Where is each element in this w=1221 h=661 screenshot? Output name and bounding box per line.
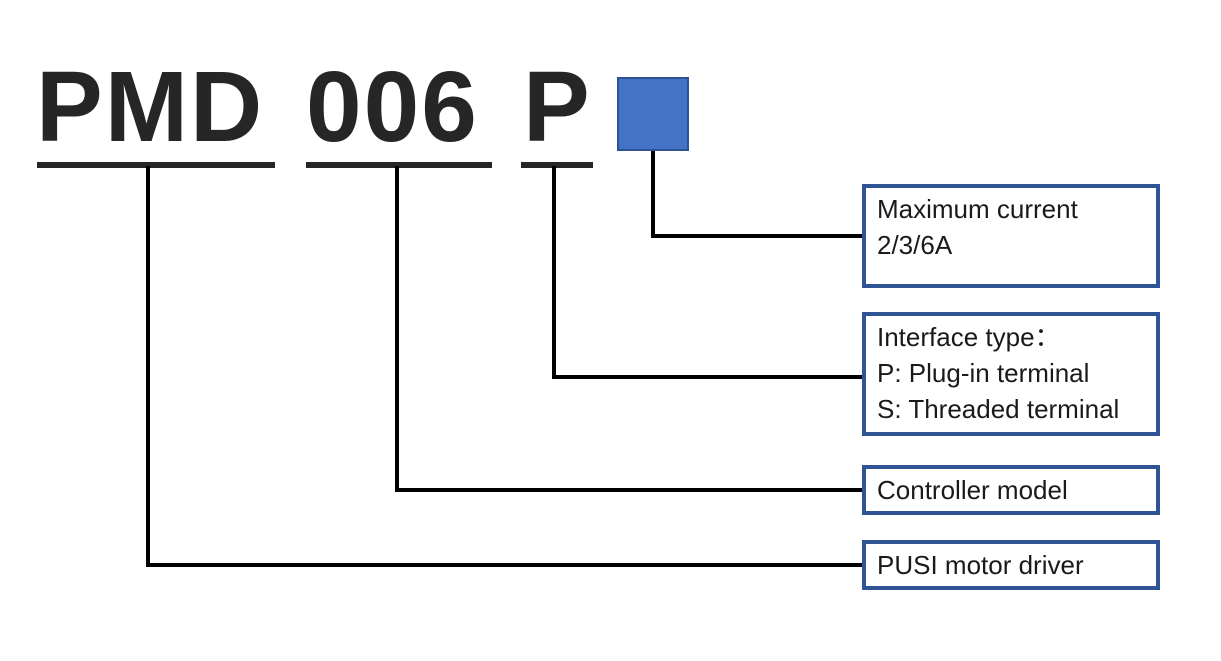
- underline-interface-code: [521, 162, 593, 168]
- underline-model-code: [306, 162, 492, 168]
- connector-current-vertical: [651, 151, 655, 238]
- label-box-pusi-motor-driver: PUSI motor driver: [862, 540, 1160, 590]
- connector-controller-horizontal: [395, 488, 862, 492]
- model-prefix-text: PMD: [36, 51, 265, 163]
- label-line: Interface type：: [877, 322, 1061, 352]
- underline-prefix: [37, 162, 275, 168]
- label-box-controller-model: Controller model: [862, 465, 1160, 515]
- label-box-interface-type: Interface type： P: Plug-in terminal S: T…: [862, 312, 1160, 436]
- connector-interface-horizontal: [552, 375, 862, 379]
- label-line: 2/3/6A: [877, 230, 953, 260]
- label-line: P: Plug-in terminal: [877, 358, 1090, 388]
- label-line: Maximum current: [877, 194, 1078, 224]
- connector-current-horizontal: [651, 234, 862, 238]
- interface-code-text: P: [523, 51, 592, 163]
- label-line: S: Threaded terminal: [877, 394, 1120, 424]
- label-line: PUSI motor driver: [877, 550, 1084, 580]
- connector-driver-horizontal: [146, 563, 862, 567]
- connector-controller-vertical: [395, 166, 399, 492]
- model-code-text: 006: [306, 51, 479, 163]
- label-box-maximum-current: Maximum current 2/3/6A: [862, 184, 1160, 288]
- connector-driver-vertical: [146, 166, 150, 567]
- connector-interface-vertical: [552, 166, 556, 379]
- label-line: Controller model: [877, 475, 1068, 505]
- current-placeholder-square: [617, 77, 689, 151]
